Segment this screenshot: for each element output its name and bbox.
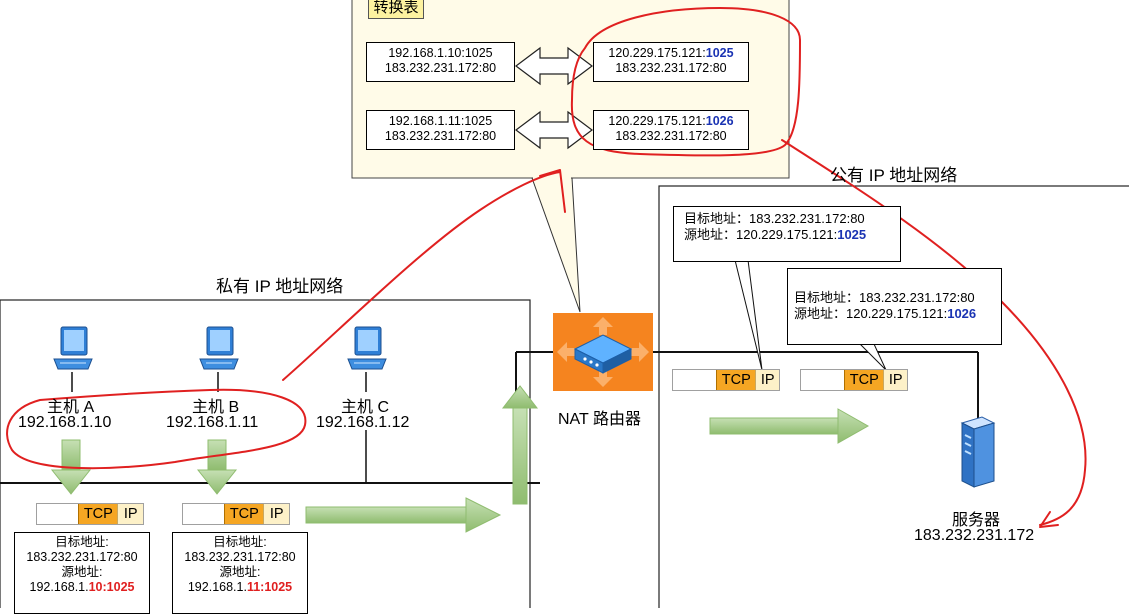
host-a-ip: 192.168.1.10 <box>18 414 112 431</box>
nat-table-pointer <box>531 177 581 313</box>
nat-private-entry-1-dst: 183.232.231.172:80 <box>384 61 497 75</box>
private-source-port-a: 10:1025 <box>88 580 135 594</box>
line-to-table <box>282 171 561 381</box>
public-source-port-1025: 1025 <box>837 227 867 242</box>
server-icon <box>960 416 996 488</box>
server-name: 服务器 <box>952 512 1001 529</box>
public-header-callout-1: 目标地址：183.232.231.172:80 源地址：120.229.175.… <box>673 206 901 262</box>
public-network-title: 公有 IP 地址网络 <box>830 166 958 185</box>
nat-public-entry-1-dst: 183.232.231.172:80 <box>615 61 727 75</box>
nat-public-entry-2-src: 120.229.175.121:1026 <box>608 114 734 128</box>
callout-pointer-1 <box>734 259 763 371</box>
nat-private-entry-1: 192.168.1.10:1025 183.232.231.172:80 <box>366 42 515 82</box>
tcp-segment: TCP <box>716 370 756 390</box>
private-packet-2: TCP IP <box>182 503 290 525</box>
nat-router-icon <box>553 313 653 391</box>
red-annotations <box>6 7 1087 528</box>
right-arrow-public <box>709 408 870 444</box>
public-header-callout-2: 目标地址：183.232.231.172:80 源地址：120.229.175.… <box>787 268 1002 345</box>
host-c-ip: 192.168.1.12 <box>316 414 410 431</box>
ip-segment: IP <box>883 370 907 390</box>
nat-table-title: 转换表 <box>368 0 424 19</box>
nat-public-entry-2: 120.229.175.121:1026 183.232.231.172:80 <box>593 110 749 150</box>
nat-table-panel <box>351 0 790 179</box>
host-b-name: 主机 B <box>192 399 240 416</box>
circle-hosts <box>6 388 307 470</box>
nat-private-entry-2: 192.168.1.11:1025 183.232.231.172:80 <box>366 110 515 150</box>
public-packet-2: TCP IP <box>800 369 908 391</box>
line-to-server <box>781 139 1087 526</box>
host-b-ip: 192.168.1.11 <box>166 414 259 431</box>
tcp-segment: TCP <box>844 370 884 390</box>
down-arrow-host-a <box>50 439 92 495</box>
tcp-segment: TCP <box>78 504 118 524</box>
nat-port-1026: 1026 <box>705 114 734 128</box>
public-packet-1: TCP IP <box>672 369 780 391</box>
ip-segment: IP <box>117 504 143 524</box>
nat-private-entry-2-src: 192.168.1.11:1025 <box>388 114 493 128</box>
nat-private-entry-1-src: 192.168.1.10:1025 <box>388 46 493 60</box>
tcp-segment: TCP <box>224 504 264 524</box>
arrow-head-server <box>1039 511 1059 528</box>
private-network-title: 私有 IP 地址网络 <box>216 277 344 296</box>
private-packet-1: TCP IP <box>36 503 144 525</box>
down-arrow-host-b <box>196 439 238 495</box>
computer-icon <box>347 326 387 370</box>
public-source-port-1026: 1026 <box>947 306 977 321</box>
nat-public-entry-2-dst: 183.232.231.172:80 <box>615 129 727 143</box>
nat-public-entry-1-src: 120.229.175.121:1025 <box>608 46 734 60</box>
public-network-area <box>658 185 1129 608</box>
private-source-port-b: 11:1025 <box>246 580 293 594</box>
server-ip: 183.232.231.172 <box>914 527 1035 544</box>
nat-port-1025: 1025 <box>705 46 734 60</box>
router-label: NAT 路由器 <box>558 411 641 428</box>
host-c-name: 主机 C <box>341 399 390 416</box>
ip-segment: IP <box>755 370 779 390</box>
nat-public-entry-1: 120.229.175.121:1025 183.232.231.172:80 <box>593 42 749 82</box>
private-packet-2-header: 目标地址: 183.232.231.172:80 源地址: 192.168.1.… <box>172 532 308 614</box>
private-packet-1-header: 目标地址: 183.232.231.172:80 源地址: 192.168.1.… <box>14 532 150 614</box>
host-a-name: 主机 A <box>47 399 95 416</box>
nat-private-entry-2-dst: 183.232.231.172:80 <box>384 129 497 143</box>
right-arrow-private <box>305 497 502 533</box>
private-network-area <box>0 299 531 608</box>
callout-pointer-2 <box>858 343 887 371</box>
computer-icon <box>199 326 239 370</box>
computer-icon <box>53 326 93 370</box>
up-arrow-router <box>501 385 539 505</box>
arrow-tick <box>539 169 566 213</box>
ip-segment: IP <box>263 504 289 524</box>
